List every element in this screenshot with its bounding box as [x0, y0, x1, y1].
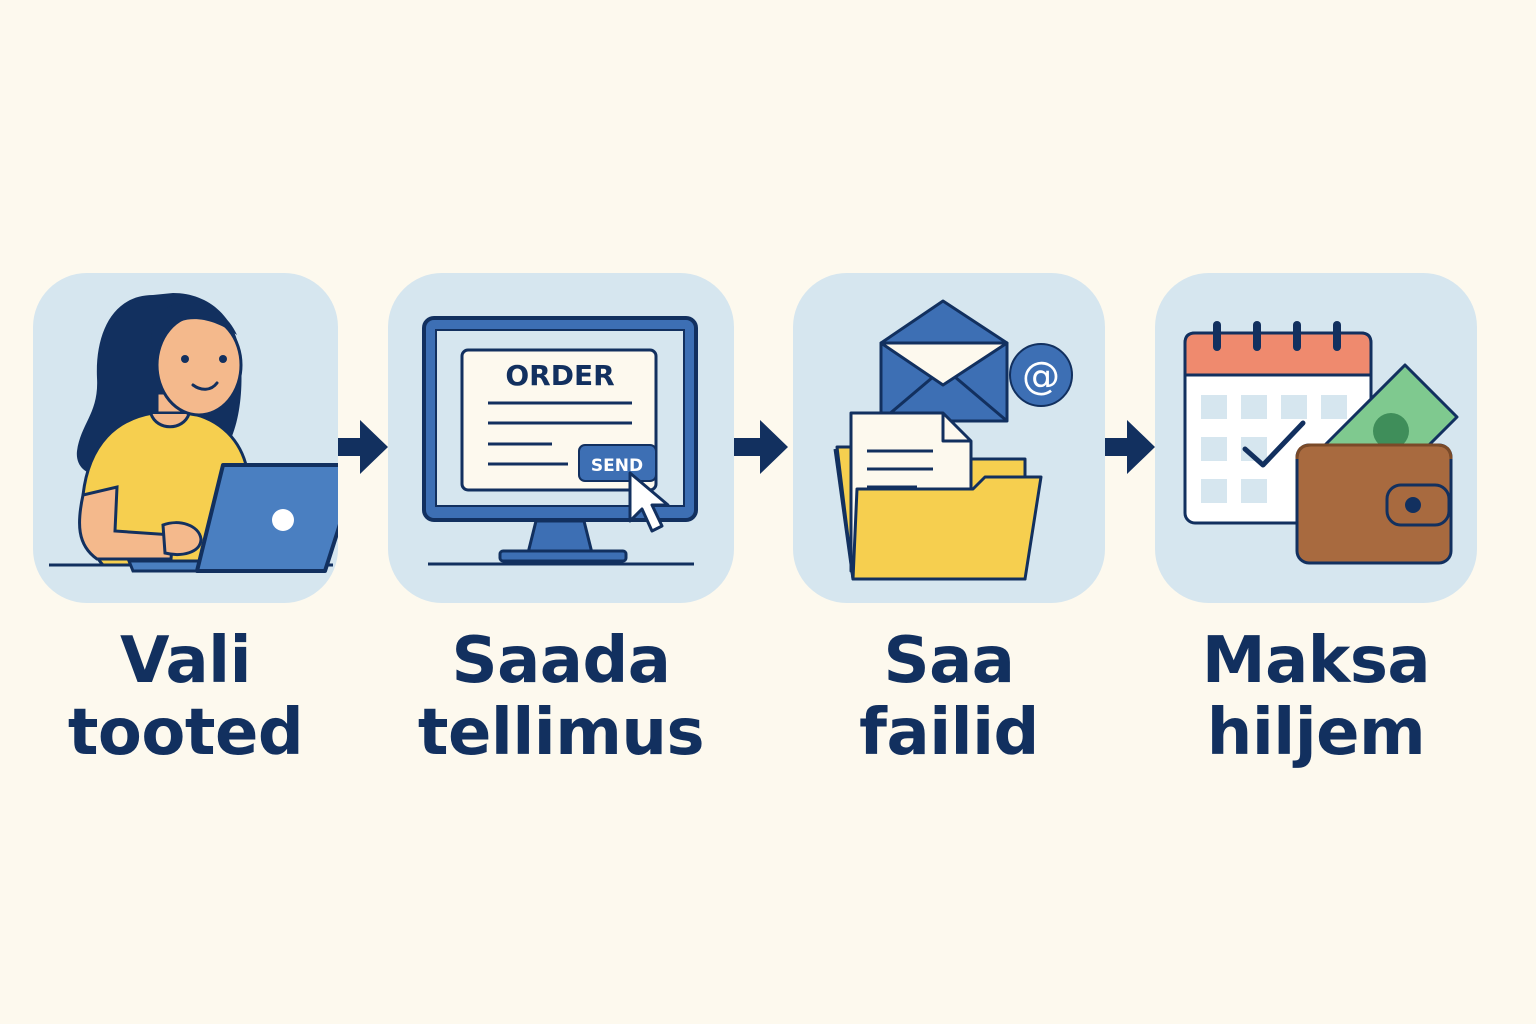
- step-3-label-line2: failid: [859, 696, 1039, 770]
- step-4-label-line1: Maksa: [1201, 624, 1431, 698]
- step-1-label: Vali tooted: [33, 625, 338, 769]
- calendar-wallet-icon: [1183, 321, 1459, 565]
- step-2-tile: ORDER SEND: [388, 273, 734, 603]
- step-4-label-line2: hiljem: [1206, 696, 1426, 770]
- step-4-label: Maksa hiljem: [1155, 625, 1477, 769]
- monitor-order-icon: ORDER SEND: [422, 316, 698, 566]
- arrow-right-icon: [734, 420, 788, 474]
- cursor-icon: [628, 471, 670, 533]
- step-1-label-line1: Vali: [119, 624, 252, 698]
- woman-laptop-icon: [49, 293, 338, 573]
- envelope-icon: [879, 299, 1009, 423]
- arrow-right-icon: [338, 420, 388, 474]
- step-4-tile: [1155, 273, 1477, 603]
- step-3-label: Saa failid: [793, 625, 1105, 769]
- step-3-label-line1: Saa: [883, 624, 1015, 698]
- wallet-icon: [1295, 443, 1453, 565]
- send-button-label: SEND: [591, 456, 643, 476]
- step-2-label-line1: Saada: [451, 624, 671, 698]
- order-title: ORDER: [505, 359, 614, 392]
- step-3-tile: @: [793, 273, 1105, 603]
- send-button[interactable]: SEND: [578, 444, 657, 482]
- email-folder-icon: @: [833, 299, 1073, 581]
- step-2-label-line2: tellimus: [417, 696, 705, 770]
- step-1-tile: [33, 273, 338, 603]
- step-1-label-line2: tooted: [67, 696, 304, 770]
- step-2-label: Saada tellimus: [388, 625, 734, 769]
- at-sign-icon: @: [1009, 343, 1073, 407]
- arrow-right-icon: [1105, 420, 1155, 474]
- at-sign-text: @: [1022, 354, 1060, 398]
